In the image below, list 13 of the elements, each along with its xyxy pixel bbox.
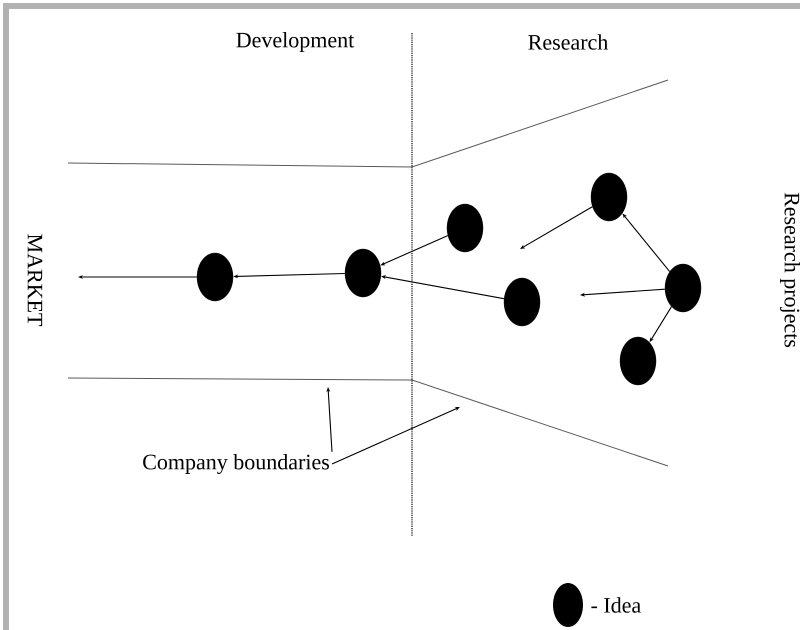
legend-text: - Idea <box>591 597 641 613</box>
idea-dot <box>344 248 382 298</box>
section-label: Development <box>236 32 354 52</box>
idea-dot <box>664 264 702 312</box>
idea-dot <box>196 252 234 302</box>
caption-text: Company boundaries <box>143 454 329 474</box>
idea-dot <box>620 336 656 386</box>
section-label: Research projects <box>780 192 800 348</box>
section-label: MARKET <box>28 234 42 326</box>
idea-dot <box>504 278 540 326</box>
idea-dot <box>446 204 484 252</box>
idea-dot <box>590 172 628 222</box>
section-label: Research <box>528 34 608 50</box>
